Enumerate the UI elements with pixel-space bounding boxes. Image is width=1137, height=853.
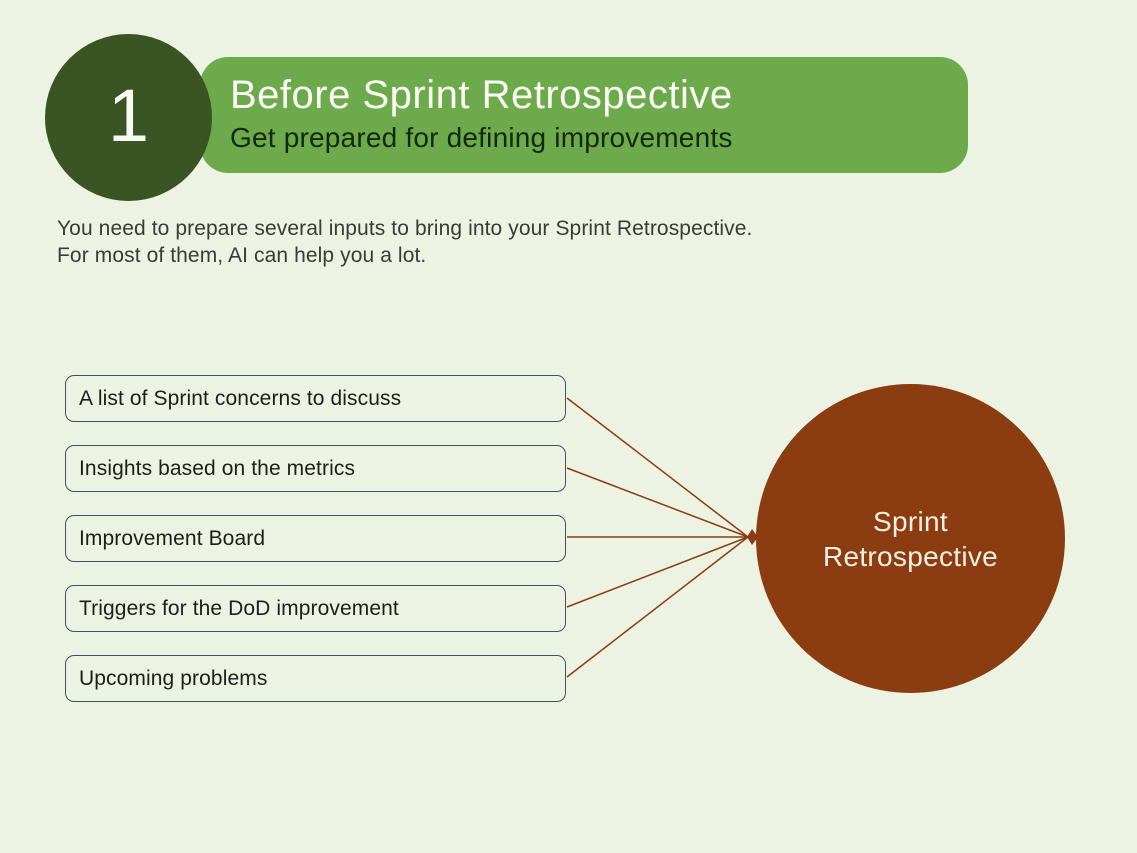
page-title: Before Sprint Retrospective — [230, 73, 733, 117]
input-box-label: A list of Sprint concerns to discuss — [79, 386, 402, 410]
input-box-label: Insights based on the metrics — [79, 456, 356, 480]
sprint-retrospective-circle: Sprint Retrospective — [756, 384, 1065, 693]
target-label-line-1: Sprint — [873, 505, 948, 537]
page-subtitle: Get prepared for defining improvements — [230, 122, 733, 153]
connector-line — [566, 536, 749, 608]
input-box-label: Triggers for the DoD improvement — [79, 596, 399, 620]
input-box-sprint-concerns: A list of Sprint concerns to discuss — [65, 375, 566, 422]
connector-line — [566, 397, 749, 538]
connector-line — [566, 536, 749, 678]
input-box-metric-insights: Insights based on the metrics — [65, 445, 566, 492]
target-label-line-2: Retrospective — [822, 540, 999, 572]
intro-line-1: You need to prepare several inputs to br… — [57, 217, 753, 240]
input-box-label: Upcoming problems — [79, 666, 268, 690]
intro-line-2: For most of them, AI can help you a lot. — [57, 244, 427, 267]
input-box-dod-triggers: Triggers for the DoD improvement — [65, 585, 566, 632]
connector-line — [566, 467, 749, 538]
step-number-badge: 1 — [45, 34, 212, 201]
input-box-upcoming-problems: Upcoming problems — [65, 655, 566, 702]
header-banner: Before Sprint Retrospective Get prepared… — [200, 57, 968, 173]
input-box-improvement-board: Improvement Board — [65, 515, 566, 562]
input-box-label: Improvement Board — [79, 526, 266, 550]
step-number: 1 — [107, 73, 150, 157]
intro-paragraph: You need to prepare several inputs to br… — [57, 215, 752, 269]
